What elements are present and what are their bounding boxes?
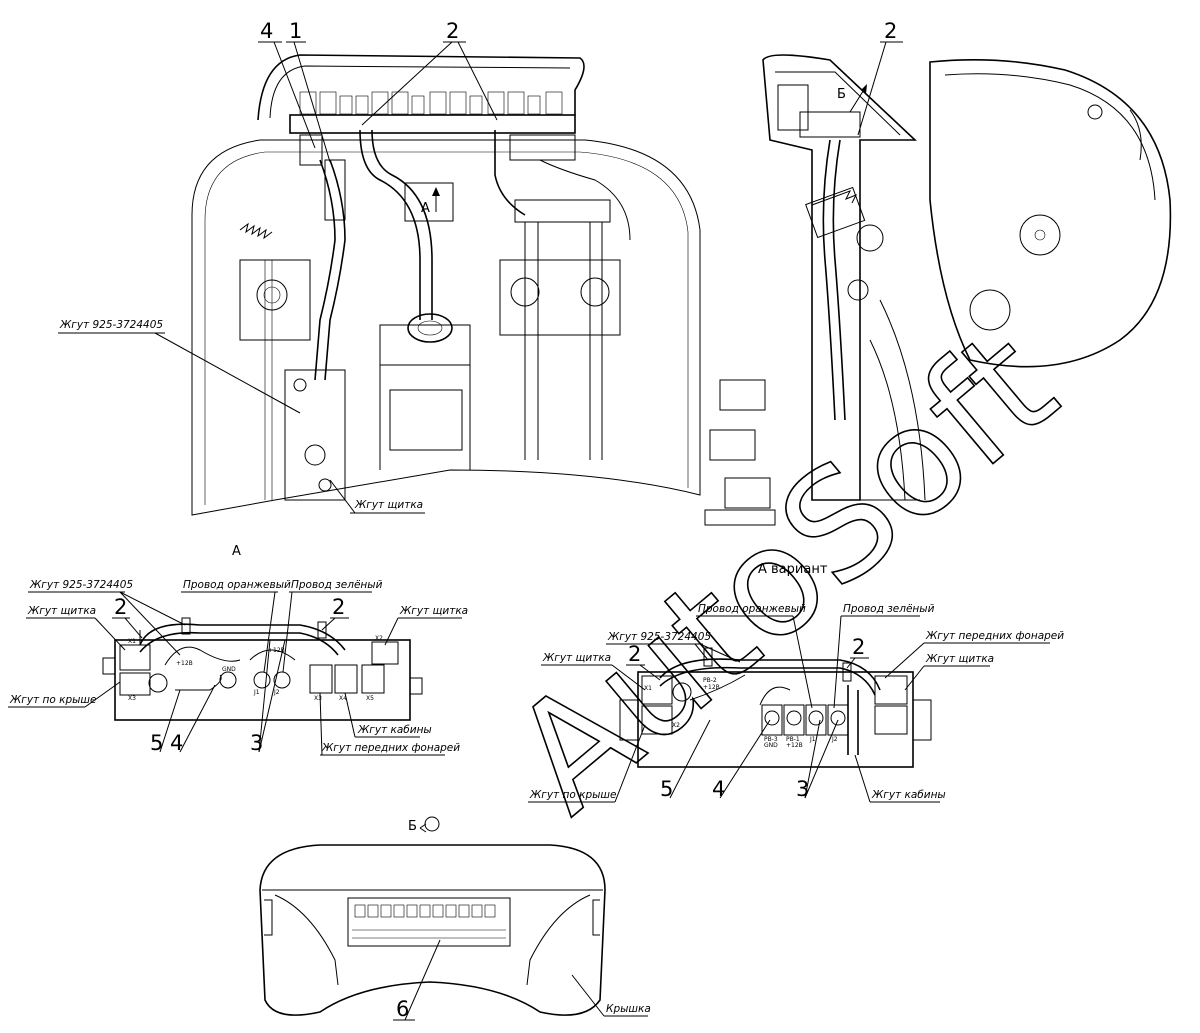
av-gnd: GND bbox=[764, 742, 778, 749]
a-callout-4: 4 bbox=[170, 731, 183, 755]
watermark: AutoSoft bbox=[482, 298, 1087, 845]
callout-2: 2 bbox=[446, 19, 459, 43]
av-label-harness-main: Жгут 925-3724405 bbox=[607, 631, 711, 643]
av-callout-2b: 2 bbox=[852, 635, 865, 659]
view-b-title: Б bbox=[408, 819, 417, 834]
av-pb2: PB-2 bbox=[703, 677, 717, 684]
av-label-front-lights: Жгут передних фонарей bbox=[925, 630, 1064, 642]
label-harness-panel: Жгут щитка bbox=[354, 499, 423, 511]
av-callout-4: 4 bbox=[712, 777, 725, 801]
av-12v-b: +12B bbox=[786, 742, 803, 749]
a-12v-2: +12B bbox=[176, 660, 193, 667]
av-label-harness-cab: Жгут кабины bbox=[871, 789, 946, 801]
av-callout-3: 3 bbox=[796, 777, 809, 801]
a-x4: X4 bbox=[339, 695, 347, 702]
callout-4: 4 bbox=[260, 19, 273, 43]
b-arrow-label: Б bbox=[837, 87, 846, 102]
av-label-harness-panel: Жгут щитка bbox=[542, 652, 611, 664]
a-x2: X2 bbox=[375, 635, 383, 642]
a-label-harness-roof: Жгут по крыше bbox=[9, 694, 97, 706]
view-a-title: А bbox=[232, 544, 241, 559]
b-callout-6: 6 bbox=[396, 997, 409, 1021]
a-j2: J2 bbox=[273, 689, 280, 696]
av-label-harness-panel-right: Жгут щитка bbox=[925, 653, 994, 665]
av-label-harness-roof: Жгут по крыше bbox=[529, 789, 617, 801]
a-label-harness-cab: Жгут кабины bbox=[357, 724, 432, 736]
label-harness-main: Жгут 925-3724405 bbox=[59, 319, 163, 331]
view-a: А X1 X3 J1 J2 X3 X4 X5 X2 +12B +12B GND … bbox=[8, 544, 468, 756]
a-label-harness-panel: Жгут щитка bbox=[27, 605, 96, 617]
side-view: Б 2 bbox=[704, 19, 1172, 526]
a-gnd: GND bbox=[222, 666, 236, 673]
a-callout-2b: 2 bbox=[332, 595, 345, 619]
a-j1: J1 bbox=[253, 689, 260, 696]
av-x1: X1 bbox=[644, 685, 652, 692]
a-x1: X1 bbox=[128, 638, 136, 645]
a-x3b: X3 bbox=[314, 695, 322, 702]
view-b: Б 6 Крышка bbox=[259, 816, 651, 1021]
av-pb1: PB-1 bbox=[786, 736, 800, 743]
main-view-callouts: 4 1 2 Жгут 925-3724405 Жгут щитка bbox=[58, 19, 498, 514]
a-label-harness-panel-right: Жгут щитка bbox=[399, 605, 468, 617]
av-label-wire-orange: Провод оранжевый bbox=[698, 603, 806, 615]
av-j1: J1 bbox=[809, 736, 816, 743]
a-callout-5: 5 bbox=[150, 731, 163, 755]
a-x3: X3 bbox=[128, 695, 136, 702]
callout-2-side: 2 bbox=[884, 19, 897, 43]
a-12v: +12B bbox=[268, 647, 285, 654]
main-view: А bbox=[191, 54, 701, 516]
a-label-wire-orange: Провод оранжевый bbox=[183, 579, 291, 591]
label-cover: Крышка bbox=[606, 1003, 651, 1015]
a-x5: X5 bbox=[366, 695, 374, 702]
av-callout-5: 5 bbox=[660, 777, 673, 801]
av-pb3: PB-3 bbox=[764, 736, 778, 743]
av-j2: J2 bbox=[831, 736, 838, 743]
av-12v: +12B bbox=[703, 684, 720, 691]
av-x2: X2 bbox=[672, 722, 680, 729]
a-arrow-label: А bbox=[421, 201, 430, 216]
av-callout-2: 2 bbox=[628, 642, 641, 666]
av-label-wire-green: Провод зелёный bbox=[843, 603, 935, 615]
a-label-front-lights: Жгут передних фонарей bbox=[321, 742, 460, 754]
a-label-wire-green: Провод зелёный bbox=[291, 579, 383, 591]
a-label-harness-main: Жгут 925-3724405 bbox=[29, 579, 133, 591]
a-callout-2: 2 bbox=[114, 595, 127, 619]
view-a-variant: А вариант X1 X2 PB-2 +12B PB-3 GND PB-1 … bbox=[528, 562, 1064, 803]
callout-1: 1 bbox=[289, 19, 302, 43]
view-a-variant-title: А вариант bbox=[758, 562, 828, 577]
